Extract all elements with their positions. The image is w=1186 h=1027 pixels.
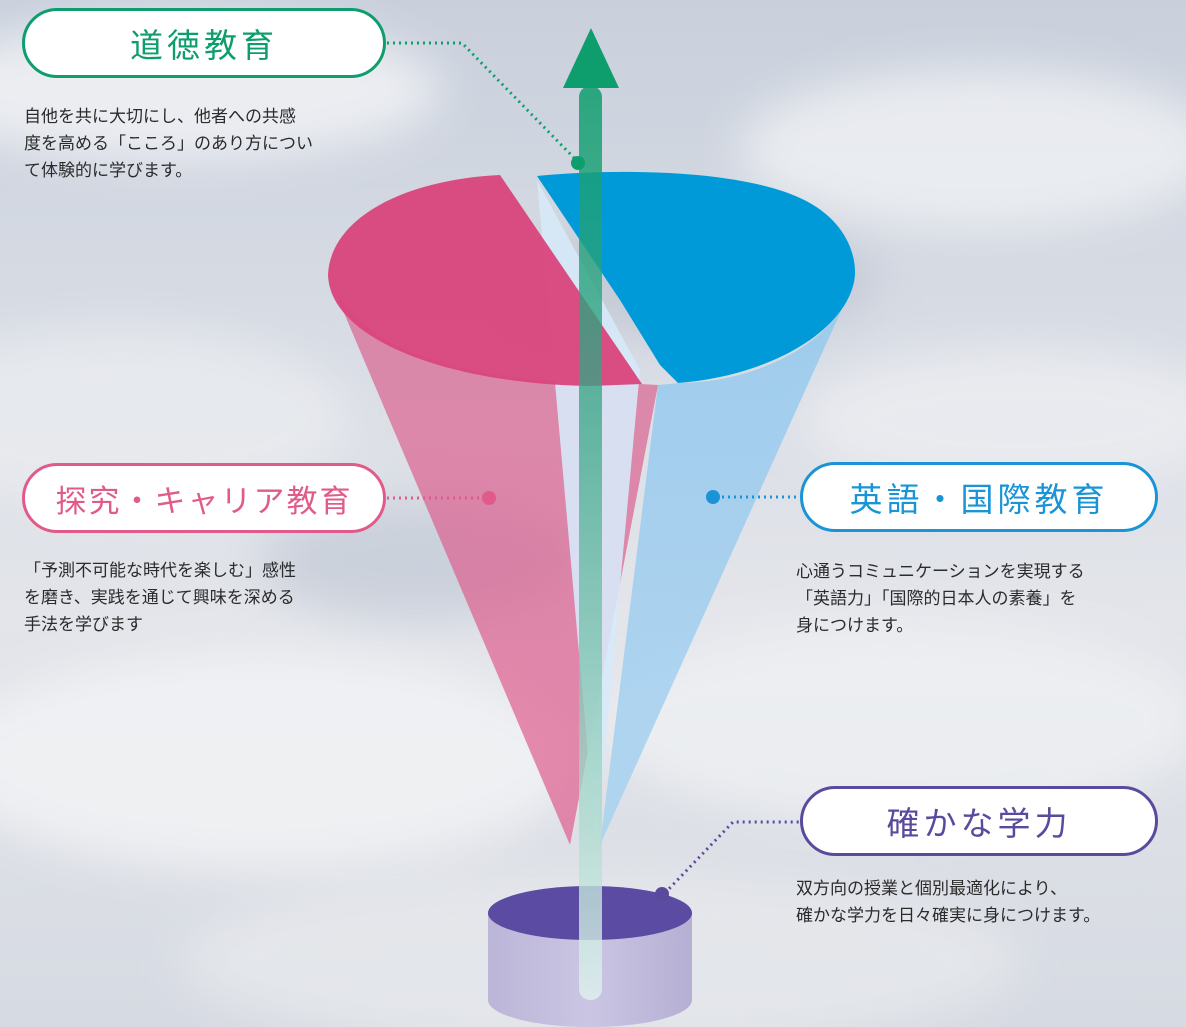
inquiry-line-1: 「予測不可能な時代を楽しむ」感性 xyxy=(24,561,296,581)
english-line-3: 身につけます。 xyxy=(796,616,914,636)
academic-connector xyxy=(663,820,800,895)
moral-line-3: て体験的に学びます。 xyxy=(24,161,193,181)
english-marker xyxy=(706,490,720,504)
inquiry-career-education-label: 探究・キャリア教育 xyxy=(22,463,386,533)
inquiry-marker xyxy=(482,491,496,505)
english-international-education-label: 英語・国際教育 xyxy=(800,462,1158,532)
moral-education-label: 道徳教育 xyxy=(22,8,386,78)
academic-line-1: 双方向の授業と個別最適化により、 xyxy=(796,879,1067,899)
academic-line-2: 確かな学力を日々確実に身につけます。 xyxy=(796,906,1101,926)
moral-education-description: 自他を共に大切にし、他者への共感 度を高める「こころ」のあり方につい て体験的に… xyxy=(24,104,313,185)
english-international-description: 心通うコミュニケーションを実現する 「英語力」「国際的日本人の素養」を 身につけ… xyxy=(796,559,1085,640)
academic-ability-label: 確かな学力 xyxy=(800,786,1158,856)
english-line-1: 心通うコミュニケーションを実現する xyxy=(796,562,1085,582)
moral-line-2: 度を高める「こころ」のあり方につい xyxy=(24,134,313,154)
academic-marker xyxy=(655,887,669,901)
arrow-shaft xyxy=(579,86,602,1000)
inquiry-line-3: 手法を学びます xyxy=(24,615,143,635)
arrow-head-icon xyxy=(563,28,619,88)
moral-line-1: 自他を共に大切にし、他者への共感 xyxy=(24,107,296,127)
inquiry-career-description: 「予測不可能な時代を楽しむ」感性 を磨き、実践を通じて興味を深める 手法を学びま… xyxy=(24,558,296,639)
moral-marker xyxy=(571,156,585,170)
blue-cone-body xyxy=(600,280,855,845)
pink-cone-top xyxy=(328,175,642,386)
inquiry-line-2: を磨き、実践を通じて興味を深める xyxy=(24,588,295,608)
academic-ability-description: 双方向の授業と個別最適化により、 確かな学力を日々確実に身につけます。 xyxy=(796,876,1100,930)
blue-cone-top xyxy=(537,171,856,383)
moral-connector xyxy=(387,41,580,164)
english-line-2: 「英語力」「国際的日本人の素養」を xyxy=(796,589,1077,609)
